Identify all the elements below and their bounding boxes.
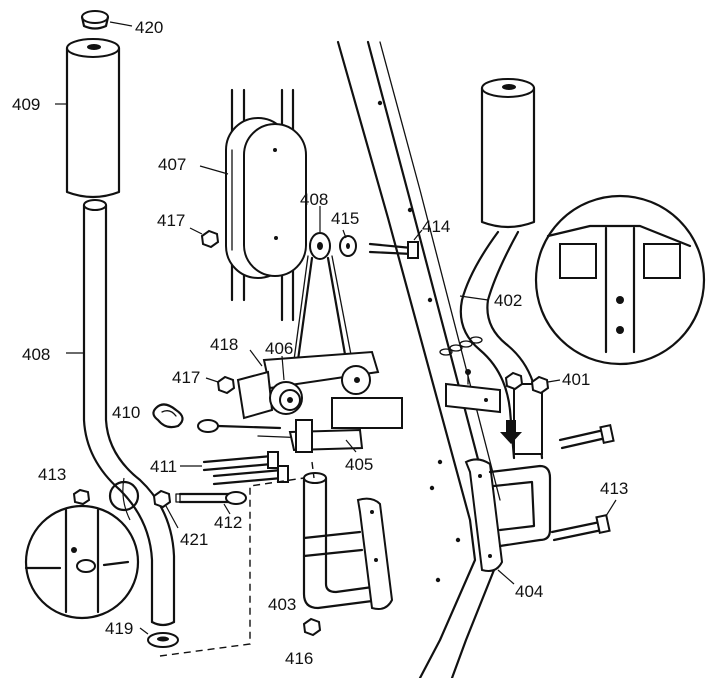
u-bracket-icon — [464, 458, 552, 572]
nut-icon — [216, 375, 236, 395]
label-417-lower: 417 — [172, 368, 200, 387]
detail-inset-left — [24, 477, 140, 620]
label-416-bottom: 416 — [285, 649, 313, 668]
label-402: 402 — [494, 291, 522, 310]
pulley-icon — [269, 365, 371, 415]
u-bracket-icon — [302, 472, 394, 610]
pin-icon — [175, 491, 247, 505]
nut-icon — [200, 229, 220, 249]
label-414: 414 — [422, 217, 450, 236]
label-401: 408 — [22, 345, 50, 364]
curved-tube-left — [82, 199, 176, 627]
detail-inset-right — [534, 194, 706, 366]
label-411: 411 — [150, 457, 177, 476]
bracket-icon — [288, 397, 403, 453]
bolt-icon — [202, 451, 289, 486]
label-405: 405 — [345, 455, 373, 474]
plate-icon — [445, 369, 501, 414]
nut-icon — [152, 489, 172, 509]
bolt-icon — [368, 241, 419, 259]
label-410: 410 — [112, 403, 140, 422]
label-413: 413 — [600, 479, 628, 498]
pulley-bracket-icon — [293, 232, 353, 362]
curved-tube-right — [459, 78, 544, 460]
label-420: 420 — [135, 18, 163, 37]
cap-icon — [80, 10, 110, 30]
label-412: 412 — [214, 513, 242, 532]
label-415: 415 — [331, 209, 359, 228]
label-403: 403 — [268, 595, 296, 614]
nut-icon — [504, 371, 550, 395]
washer-icon — [339, 235, 357, 257]
washer-icon — [147, 632, 179, 648]
nut-icon — [302, 617, 322, 637]
label-419: 419 — [105, 619, 133, 638]
bolt-icon — [550, 423, 615, 542]
label-406: 406 — [265, 339, 293, 358]
alignment-guides — [159, 461, 315, 657]
label-416-right: 401 — [562, 370, 590, 389]
arrow-down-icon — [500, 420, 522, 444]
label-404: 404 — [515, 582, 543, 601]
label-409: 409 — [12, 95, 40, 114]
label-421: 421 — [180, 530, 208, 549]
label-408: 408 — [300, 190, 328, 209]
cable-end-icon — [197, 419, 309, 439]
chain-icon — [439, 336, 483, 356]
label-407: 407 — [158, 155, 186, 174]
bracket-icon — [236, 350, 380, 420]
snap-hook-icon — [152, 403, 184, 429]
label-416-left: 413 — [38, 465, 66, 484]
label-418: 418 — [210, 335, 238, 354]
label-417-upper: 417 — [157, 211, 185, 230]
foam-roller-icon — [65, 38, 121, 199]
pulley-cover-icon — [225, 117, 307, 279]
nut-icon — [72, 488, 91, 506]
